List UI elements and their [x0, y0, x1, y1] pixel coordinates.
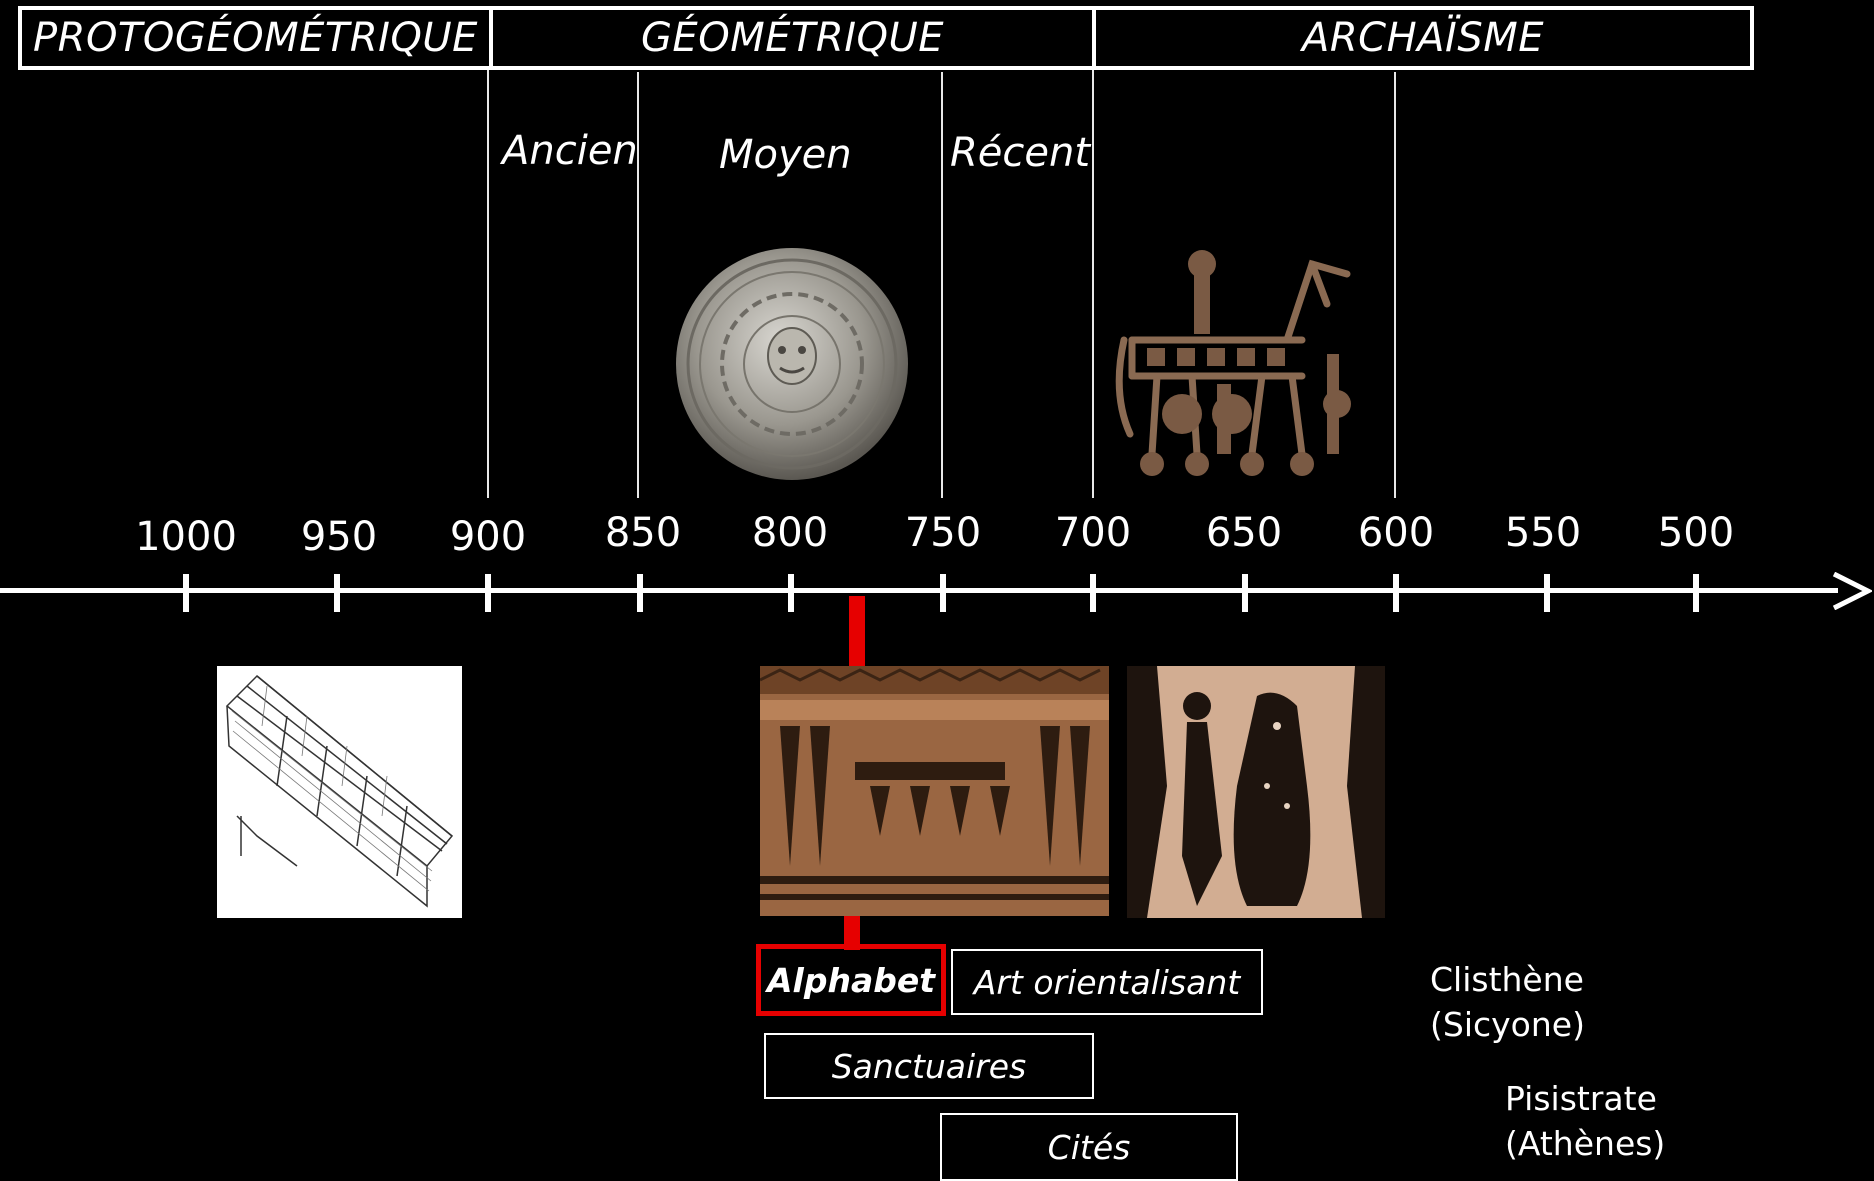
year-label: 750	[905, 510, 981, 556]
axis-tick	[1393, 574, 1399, 612]
year-label: 700	[1055, 510, 1131, 556]
year-label: 600	[1358, 510, 1434, 556]
geometric-vase-image	[760, 666, 1109, 916]
axis-tick	[788, 574, 794, 612]
event-alphabet-label: Alphabet	[767, 961, 935, 1000]
bronze-shield-image	[672, 244, 912, 484]
orientalizing-vase-image	[1127, 666, 1385, 918]
note-cleisthenes-place: (Sicyone)	[1430, 1002, 1585, 1047]
year-label: 950	[301, 514, 377, 560]
year-label: 650	[1206, 510, 1282, 556]
event-orientalizing-art-label: Art orientalisant	[974, 963, 1240, 1002]
period-geometric-label: GÉOMÉTRIQUE	[641, 15, 944, 61]
trojan-horse-relief-image	[1112, 244, 1362, 480]
year-label: 850	[605, 510, 681, 556]
axis-tick	[1242, 574, 1248, 612]
period-archaism-label: ARCHAÏSME	[1302, 15, 1544, 61]
year-label: 800	[752, 510, 828, 556]
period-protogeometric: PROTOGÉOMÉTRIQUE	[18, 6, 493, 70]
timeline-arrowhead-icon	[1832, 572, 1872, 610]
year-label: 500	[1658, 510, 1734, 556]
axis-tick	[1544, 574, 1550, 612]
event-cities-label: Cités	[1048, 1128, 1131, 1167]
divider-750	[941, 72, 943, 498]
subperiod-ancient: Ancien	[502, 128, 638, 174]
subperiod-late: Récent	[950, 130, 1090, 176]
alphabet-marker-top	[849, 596, 865, 666]
period-archaism: ARCHAÏSME	[1092, 6, 1754, 70]
longhouse-drawing-image	[217, 666, 462, 918]
note-cleisthenes-name: Clisthène	[1430, 957, 1585, 1002]
period-protogeometric-label: PROTOGÉOMÉTRIQUE	[33, 15, 478, 61]
axis-tick	[183, 574, 189, 612]
note-pisistratus: Pisistrate (Athènes)	[1505, 1076, 1665, 1166]
year-label: 1000	[135, 514, 237, 560]
divider-900	[487, 70, 489, 498]
timeline-axis	[0, 588, 1838, 593]
note-cleisthenes: Clisthène (Sicyone)	[1430, 957, 1585, 1047]
divider-700	[1092, 70, 1094, 498]
subperiod-middle: Moyen	[719, 132, 852, 178]
divider-600	[1394, 72, 1396, 498]
event-orientalizing-art: Art orientalisant	[951, 949, 1263, 1015]
event-sanctuaries-label: Sanctuaires	[832, 1047, 1027, 1086]
period-geometric: GÉOMÉTRIQUE	[489, 6, 1096, 70]
axis-tick	[1090, 574, 1096, 612]
axis-tick	[1693, 574, 1699, 612]
note-pisistratus-place: (Athènes)	[1505, 1121, 1665, 1166]
axis-tick	[485, 574, 491, 612]
event-alphabet: Alphabet	[756, 944, 946, 1016]
event-sanctuaries: Sanctuaires	[764, 1033, 1094, 1099]
axis-tick	[637, 574, 643, 612]
axis-tick	[334, 574, 340, 612]
year-label: 900	[450, 514, 526, 560]
note-pisistratus-name: Pisistrate	[1505, 1076, 1665, 1121]
event-cities: Cités	[940, 1113, 1238, 1181]
year-label: 550	[1505, 510, 1581, 556]
axis-tick	[940, 574, 946, 612]
